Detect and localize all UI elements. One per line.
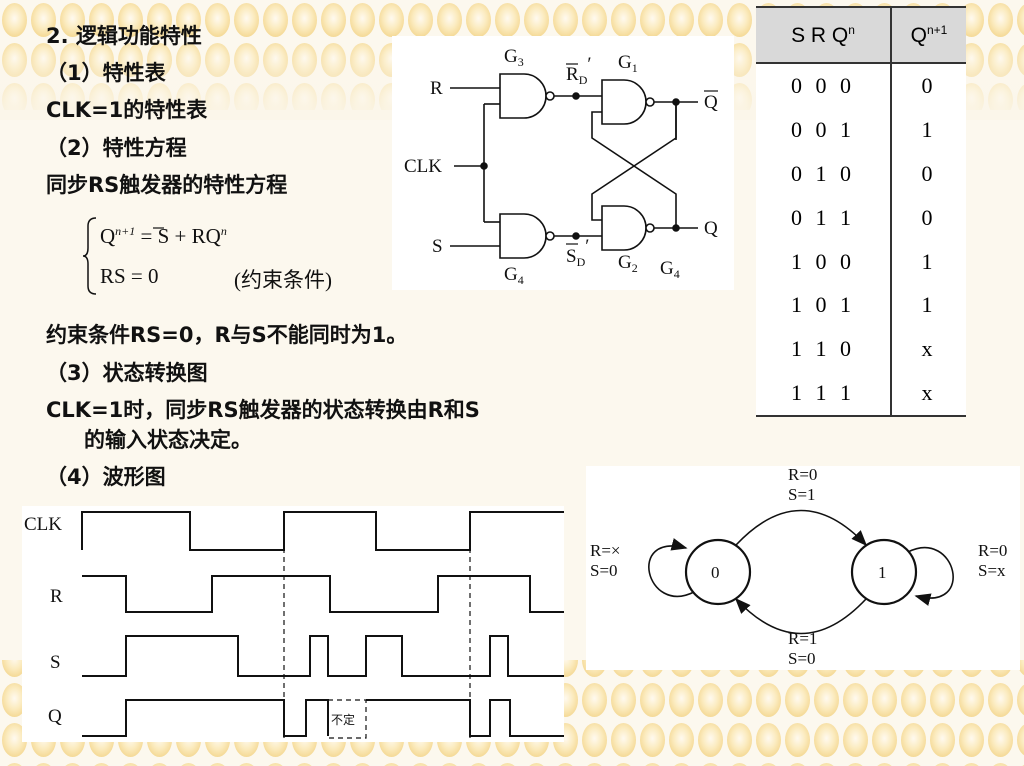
circuit-diagram: R CLK S G3 G1 G4 G2 G4 RD′ SD′ Q Q <box>392 36 734 290</box>
top-transition-r: R=0 <box>788 466 817 484</box>
circuit-label-qbar: Q <box>704 92 718 113</box>
truth-table-header-right: Qn+1 <box>891 6 966 64</box>
circuit-label-q: Q <box>704 218 718 239</box>
section-title: 2. 逻辑功能特性 <box>46 24 202 48</box>
waveform-clk <box>81 511 564 551</box>
circuit-label-g1: G1 <box>618 52 638 75</box>
undefined-label: 不定 <box>331 712 355 727</box>
signal-label-q: Q <box>48 706 62 727</box>
signal-label-s: S <box>50 652 61 673</box>
circuit-label-g4-second: G4 <box>660 258 680 281</box>
right-loop-r: R=0 <box>978 541 1007 560</box>
state-0-label: 0 <box>711 563 720 582</box>
waveform-svg: CLK R S Q 不定 <box>24 511 564 739</box>
bottom-transition-s: S=0 <box>788 649 816 668</box>
circuit-label-rd: RD′ <box>566 54 592 87</box>
top-transition-s: S=1 <box>788 485 816 504</box>
constraint-line: 约束条件RS=0，R与S不能同时为1。 <box>46 323 408 347</box>
bottom-transition-r: R=1 <box>788 629 817 648</box>
state-0-circle <box>684 538 752 606</box>
circuit-label-r: R <box>430 78 443 99</box>
circuit-label-s: S <box>432 236 443 257</box>
state-diagram: 0 1 R=0 S=1 R=1 S=0 R=× S=0 R=0 S=x <box>586 465 1020 670</box>
subheading-waveform: （4）波形图 <box>46 465 166 489</box>
equation-block: Qn+1 = S + RQn RS = 0 (约束条件) <box>82 212 382 300</box>
right-loop-s: S=x <box>978 561 1006 580</box>
transition-line-1: CLK=1时，同步RS触发器的状态转换由R和S <box>46 398 480 422</box>
circuit-svg: R CLK S G3 G1 G4 G2 G4 RD′ SD′ Q Q <box>404 46 718 287</box>
truth-table-header-left: S R Qn <box>756 6 892 64</box>
waveform-q <box>82 699 329 737</box>
signal-label-r: R <box>50 586 63 607</box>
transition-1-to-0 <box>734 597 867 635</box>
equation-brace <box>82 217 164 295</box>
state-diagram-svg: 0 1 R=0 S=1 R=1 S=0 R=× S=0 R=0 S=x <box>590 465 1007 668</box>
state-1-circle <box>850 538 918 606</box>
subheading-characteristic-equation: （2）特性方程 <box>46 136 187 160</box>
constraint-note: (约束条件) <box>234 268 332 292</box>
left-loop-r: R=× <box>590 541 621 560</box>
circuit-label-g2: G2 <box>618 252 638 275</box>
equation-line2: RS = 0 <box>100 264 159 288</box>
self-loop-1 <box>907 546 954 606</box>
gate-g4 <box>499 213 547 259</box>
circuit-label-g4: G4 <box>504 264 524 287</box>
equation-intro-line: 同步RS触发器的特性方程 <box>46 173 288 197</box>
clk-table-line: CLK=1的特性表 <box>46 98 208 122</box>
undefined-region <box>327 699 367 739</box>
subheading-characteristic-table: （1）特性表 <box>46 61 166 85</box>
waveform-r <box>82 575 564 613</box>
gate-g3 <box>499 73 547 119</box>
transition-0-to-1 <box>735 509 868 547</box>
gate-g2 <box>601 205 647 251</box>
left-loop-s: S=0 <box>590 561 618 580</box>
signal-label-clk: CLK <box>24 514 62 535</box>
waveform-diagram: CLK R S Q 不定 <box>22 506 564 742</box>
self-loop-0 <box>648 538 695 598</box>
waveform-q-cont <box>366 699 564 737</box>
transition-line-2: 的输入状态决定。 <box>84 428 252 452</box>
equation-line1: Qn+1 = S + RQn <box>100 224 227 248</box>
waveform-s <box>82 635 564 677</box>
circuit-label-sd: SD′ <box>566 236 589 269</box>
truth-table-header: S R Qn Qn+1 <box>756 6 966 64</box>
circuit-label-clk: CLK <box>404 156 442 177</box>
gate-g1 <box>601 79 647 125</box>
circuit-label-g3: G3 <box>504 46 524 69</box>
state-1-label: 1 <box>878 563 887 582</box>
subheading-state-diagram: （3）状态转换图 <box>46 361 208 385</box>
